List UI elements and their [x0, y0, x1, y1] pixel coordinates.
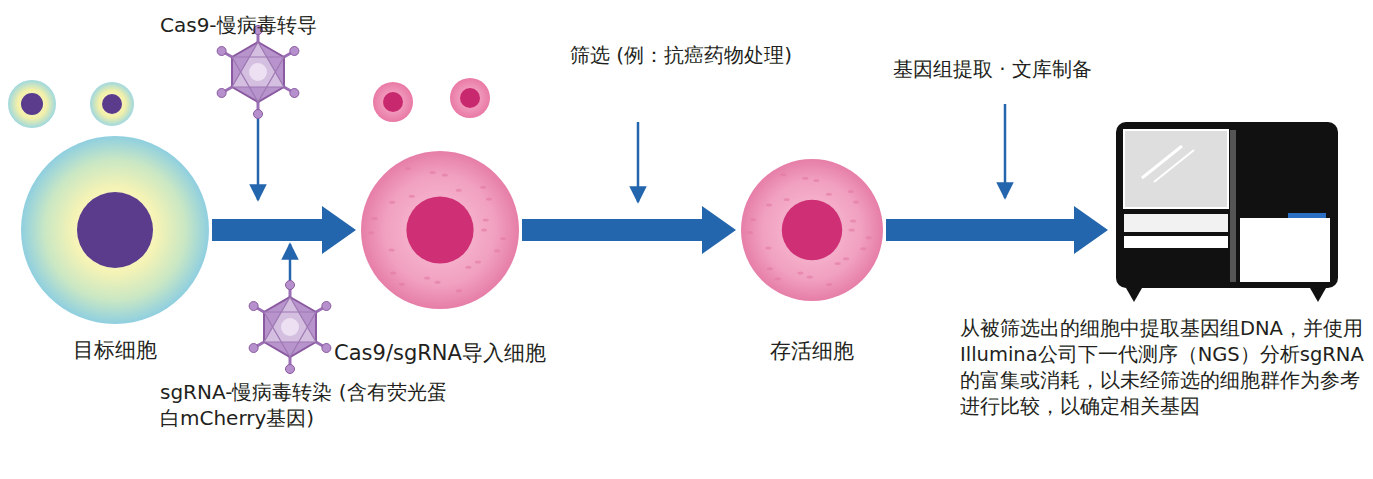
- node-shape: [360, 150, 520, 310]
- process-arrow: [212, 206, 356, 254]
- node-shape: [20, 135, 210, 325]
- node-shape: [740, 158, 884, 302]
- node-label: sgRNA-慢病毒转染 (含有荧光蛋白mCherry基因): [160, 379, 460, 431]
- node-label: 目标细胞: [73, 337, 157, 364]
- target-cell: 目标细胞: [20, 135, 210, 325]
- node-shape: [1112, 118, 1342, 306]
- sequencer-illustration: [1116, 122, 1338, 302]
- surviving-cell: 存活细胞: [740, 158, 884, 302]
- cell-body: [741, 159, 883, 301]
- process-arrow: [886, 206, 1108, 254]
- cell-nucleus: [406, 196, 473, 263]
- transduced-cell: Cas9/sgRNA导入细胞: [360, 150, 520, 310]
- process-arrow: [522, 206, 736, 254]
- virus-icon: [217, 26, 299, 119]
- node-shape: [160, 283, 450, 468]
- cell-body: [361, 151, 519, 309]
- node-label: Cas9-慢病毒转导: [160, 12, 317, 38]
- cell-nucleus: [782, 200, 842, 260]
- node-label: 从被筛选出的细胞中提取基因组DNA，并使用Illumina公司下一代测序（NGS…: [960, 316, 1368, 420]
- sequencer-box: 从被筛选出的细胞中提取基因组DNA，并使用Illumina公司下一代测序（NGS…: [1112, 118, 1342, 306]
- lentivirus-icon: Cas9-慢病毒转导: [150, 10, 366, 114]
- node-label: 存活细胞: [770, 338, 854, 365]
- virus-icon: [249, 281, 331, 374]
- node-label: Cas9/sgRNA导入细胞: [334, 340, 546, 367]
- step-label: 筛选 (例：抗癌药物处理): [570, 42, 800, 69]
- cell-body: [21, 136, 209, 324]
- step-label: 基因组提取 · 文库制备: [893, 56, 1092, 83]
- lentivirus-icon: sgRNA-慢病毒转染 (含有荧光蛋白mCherry基因): [160, 283, 450, 468]
- cell-nucleus: [77, 192, 153, 268]
